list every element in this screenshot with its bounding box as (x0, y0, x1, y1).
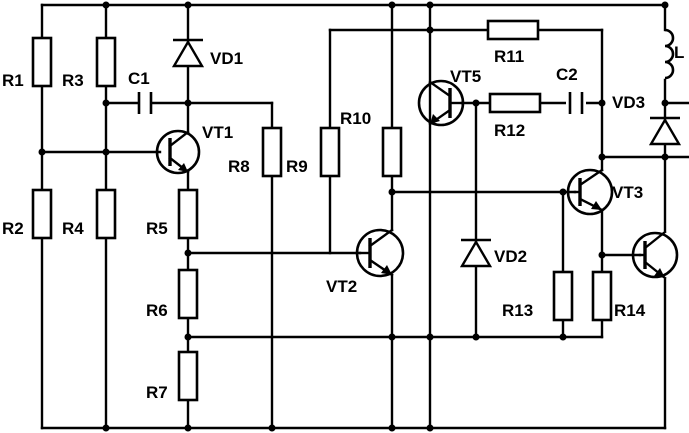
label-r4: R4 (62, 219, 84, 238)
diode-vd3 (648, 116, 682, 146)
label-r5: R5 (146, 219, 168, 238)
transistor-vt2 (355, 228, 405, 278)
label-r9: R9 (286, 157, 308, 176)
resistor-r13 (552, 270, 574, 322)
resistor-r4 (95, 188, 117, 240)
transistor-vt1 (155, 129, 201, 175)
resistor-r8 (261, 126, 283, 178)
capacitor-c1 (137, 92, 153, 114)
label-r2: R2 (2, 219, 24, 238)
label-vd3: VD3 (612, 93, 645, 112)
label-r10: R10 (340, 109, 371, 128)
resistor-r9 (319, 126, 341, 178)
transistor-vt5 (417, 79, 465, 127)
diode-vd1 (171, 38, 205, 68)
resistor-r1 (31, 36, 53, 88)
resistor-r7 (177, 350, 199, 402)
resistor-r11 (486, 19, 540, 41)
resistor-r5 (177, 188, 199, 240)
label-vt2: VT2 (326, 277, 357, 296)
resistor-r2 (31, 188, 53, 240)
resistor-r3 (95, 36, 117, 88)
capacitor-c2 (566, 92, 586, 114)
resistor-r12 (488, 92, 542, 114)
capacitors (137, 92, 586, 114)
diodes (171, 38, 682, 268)
label-vd2: VD2 (494, 247, 527, 266)
label-vt3: VT3 (612, 183, 643, 202)
diode-vd2 (459, 238, 493, 268)
transistors (155, 79, 679, 280)
label-r12: R12 (494, 121, 525, 140)
label-c1: C1 (128, 69, 150, 88)
label-r6: R6 (146, 301, 168, 320)
label-r1: R1 (2, 71, 24, 90)
labels: R1 R2 R3 R4 C1 VD1 VT1 R5 R6 R7 R8 R9 R1… (2, 43, 684, 402)
resistor-r6 (177, 268, 199, 320)
label-r11: R11 (494, 47, 524, 66)
resistor-r14 (591, 270, 613, 322)
label-r8: R8 (228, 157, 250, 176)
resistors (31, 19, 613, 402)
label-r7: R7 (146, 383, 168, 402)
label-l: L (674, 43, 684, 62)
junctions (38, 1, 669, 432)
label-r14: R14 (614, 301, 646, 320)
label-c2: C2 (556, 65, 578, 84)
label-r3: R3 (62, 71, 84, 90)
label-r13: R13 (502, 301, 533, 320)
label-vt5: VT5 (450, 67, 481, 86)
label-vd1: VD1 (210, 49, 243, 68)
resistor-r10 (381, 126, 403, 178)
transistor-vt3 (566, 168, 614, 216)
transistor-vt4 (631, 230, 679, 280)
inductor-l (664, 28, 675, 80)
label-vt1: VT1 (202, 123, 233, 142)
